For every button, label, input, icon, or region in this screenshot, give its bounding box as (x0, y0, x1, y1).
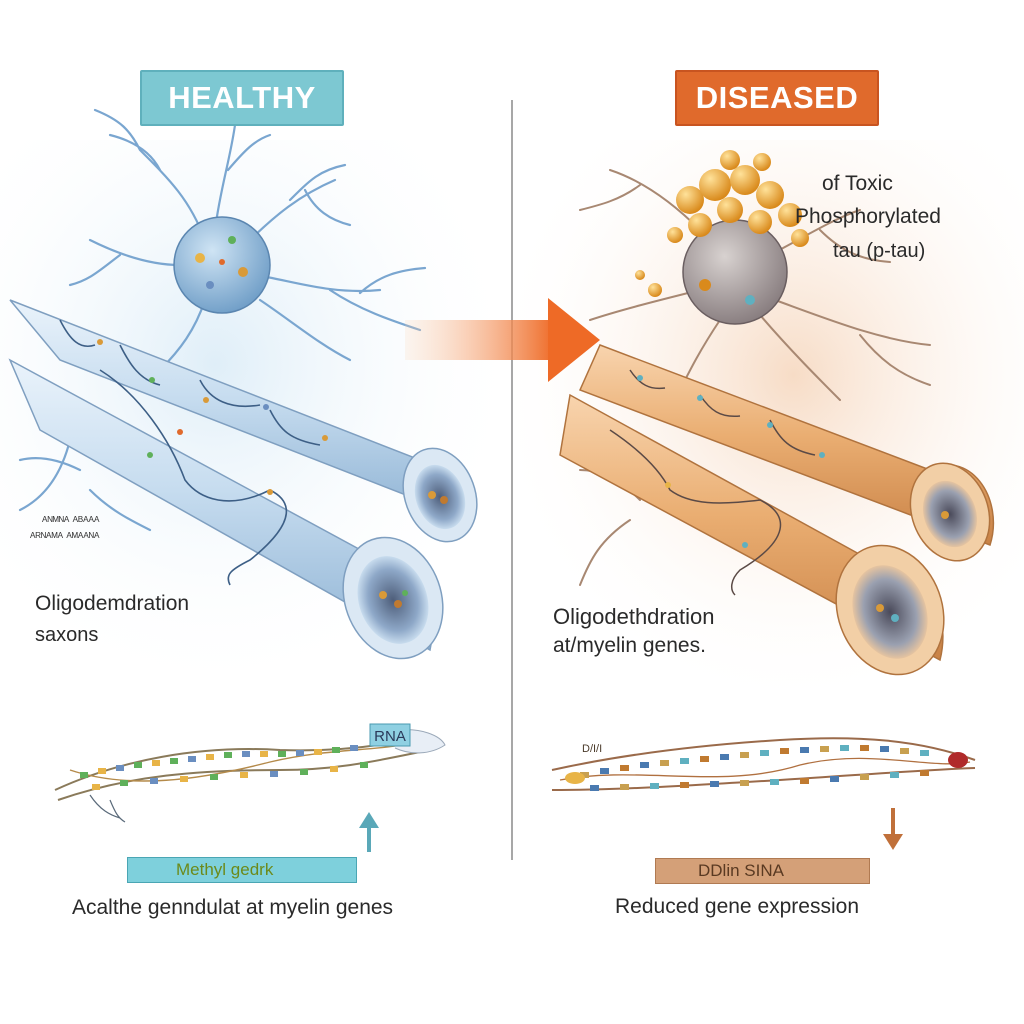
tau-aggregate (635, 150, 809, 305)
diseased-box-label: DDlin SINA (655, 858, 870, 884)
healthy-caption: Acalthe genndulat at myelin genes (72, 896, 394, 919)
healthy-cell-label-line2: saxons (35, 624, 99, 646)
diseased-caption: Reduced gene expression (615, 895, 860, 918)
healthy-box-label: Methyl gedrk (127, 857, 357, 883)
diseased-dna-strand (551, 737, 976, 791)
dna-tag: D/I/I (582, 743, 602, 755)
diseased-axon-back (578, 344, 995, 562)
healthy-axon-markers (97, 339, 328, 495)
diseased-axon-markers (637, 375, 825, 548)
transition-arrow (405, 298, 600, 382)
healthy-cell-label-line1: Oligodemdration (35, 592, 190, 615)
diseased-cell-label-line1: Oligodethdration (553, 604, 715, 629)
tau-label-line2: Phosphorylated (795, 205, 941, 228)
healthy-header: HEALTHY (140, 70, 344, 126)
down-arrow-icon (883, 808, 903, 850)
rna-tag: RNA (374, 728, 406, 745)
diseased-cell-label-line2: at/myelin genes. (553, 634, 706, 657)
healthy-scribble-line2: ᴬᴿᴺᴬᴹᴬ ᴬᴹᴬᴬᴺᴬ (30, 530, 100, 544)
healthy-oligodendrocyte-processes (59, 319, 321, 586)
healthy-axon-front (8, 358, 444, 660)
healthy-scribble-line1: ᴬᴺᴹᴺᴬ ᴬᴮᴬᴬᴬ (42, 514, 100, 528)
tau-label-line3: tau (p-tau) (833, 240, 926, 262)
rna-tag-box (369, 723, 411, 747)
healthy-soma-organelles (195, 236, 248, 289)
up-arrow-icon (359, 812, 379, 852)
diseased-axon-front (559, 393, 945, 676)
diseased-header: DISEASED (675, 70, 879, 126)
tau-label-line1: of Toxic (822, 172, 893, 195)
